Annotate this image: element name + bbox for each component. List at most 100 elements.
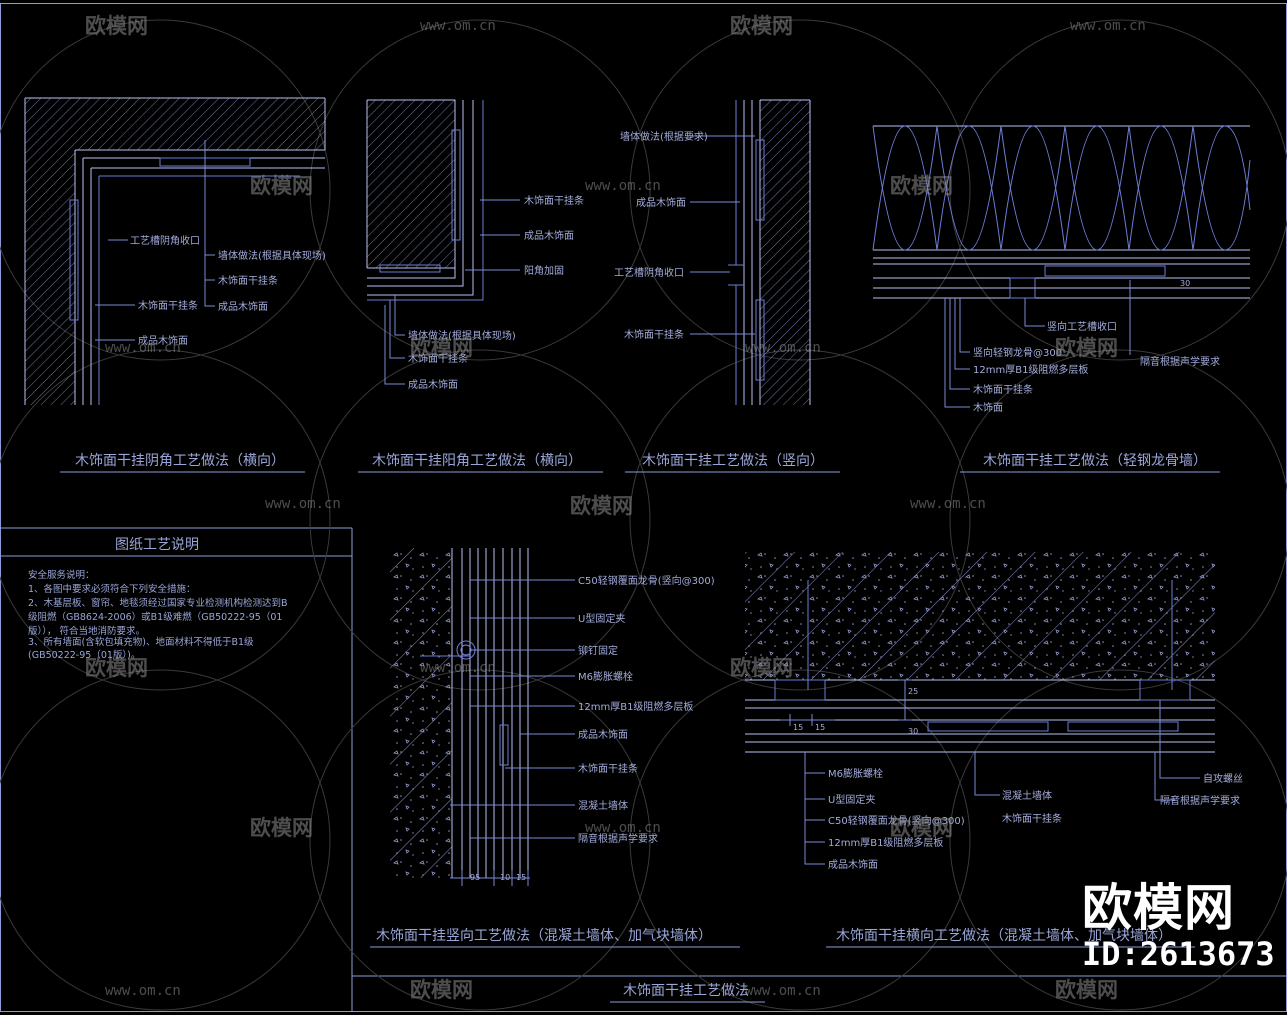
d5-label-3: 铆钉固定 xyxy=(578,644,618,657)
d3-label-4: 木饰面干挂条 xyxy=(624,328,684,341)
d1-label-3: 木饰面干挂条 xyxy=(218,274,278,287)
d4-label-4: 木饰面干挂条 xyxy=(973,383,1033,396)
watermark-url: www.om.cn xyxy=(1070,18,1146,34)
d5-title: 木饰面干挂竖向工艺做法（混凝土墙体、加气块墙体） xyxy=(376,928,712,944)
d1-label-4: 成品木饰面 xyxy=(218,300,268,313)
d2-title: 木饰面干挂阳角工艺做法（横向） xyxy=(372,453,582,469)
watermark-brand: 欧模网 xyxy=(890,174,953,198)
d5-dim-1: 95 xyxy=(470,873,480,882)
watermark-brand: 欧模网 xyxy=(410,336,473,360)
d6-title: 木饰面干挂横向工艺做法（混凝土墙体、加气块墙体） xyxy=(836,928,1172,944)
watermark-url: www.om.cn xyxy=(745,983,821,999)
sheet-title: 木饰面干挂工艺做法 xyxy=(623,983,749,999)
d3-title: 木饰面干挂工艺做法（竖向） xyxy=(642,453,824,469)
watermark-url: www.om.cn xyxy=(910,496,986,512)
d6-label-8: 自攻螺丝 xyxy=(1203,772,1243,785)
watermark-brand: 欧模网 xyxy=(410,978,473,1002)
d2-label-6: 成品木饰面 xyxy=(408,378,458,391)
detail-outside-corner: 木饰面干挂条 成品木饰面 阳角加固 墙体做法(根据具体现场) 木饰面干挂条 成品… xyxy=(358,99,603,473)
notes-line-1: 1、各图中要求必须符合下列安全措施： xyxy=(28,583,196,595)
d4-dim: 30 xyxy=(1180,279,1190,288)
d4-label-1: 竖向工艺槽收口 xyxy=(1047,320,1117,333)
d6-dim-2: 15 xyxy=(815,723,825,732)
detail-steel-keel-wall: 30 竖向工艺槽收口 竖向轻钢龙骨@300 12mm厚B1级阻燃多层板 木饰面干… xyxy=(872,125,1251,473)
d6-dim-3: 25 xyxy=(908,687,918,696)
d1-label-6: 成品木饰面 xyxy=(138,334,188,347)
d5-label-4: M6膨胀螺栓 xyxy=(578,670,633,683)
d5-label-8: 混凝土墙体 xyxy=(578,799,628,812)
d2-label-2: 成品木饰面 xyxy=(524,229,574,242)
watermark-url: www.om.cn xyxy=(420,660,496,676)
watermark-url: www.om.cn xyxy=(105,983,181,999)
d2-label-3: 阳角加固 xyxy=(524,265,564,277)
d6-label-3: C50轻钢覆面龙骨(竖向@300) xyxy=(828,814,965,827)
watermark-brand: 欧模网 xyxy=(250,174,313,198)
d5-label-1: C50轻钢覆面龙骨(竖向@300) xyxy=(578,574,715,587)
d3-label-3: 工艺槽阴角收口 xyxy=(614,266,684,279)
d3-label-2: 成品木饰面 xyxy=(636,196,686,209)
watermark-url: www.om.cn xyxy=(105,340,181,356)
d6-label-1: M6膨胀螺栓 xyxy=(828,767,883,780)
d6-label-9: 隔音根据声学要求 xyxy=(1160,794,1240,807)
notes-line-0: 安全服务说明： xyxy=(28,569,95,581)
brand-logo: 欧模网 ID:2613673 xyxy=(1082,879,1275,973)
d2-label-1: 木饰面干挂条 xyxy=(524,194,584,207)
d5-label-7: 木饰面干挂条 xyxy=(578,762,638,775)
watermark-brand: 欧模网 xyxy=(250,816,313,840)
d3-label-1: 墙体做法(根据要求) xyxy=(620,130,708,143)
detail-inside-corner: 工艺槽阴角收口 墙体做法(根据具体现场) 木饰面干挂条 成品木饰面 木饰面干挂条… xyxy=(24,97,326,473)
watermarks: 欧模网 www.om.cn 欧模网 www.om.cn 欧模网 www.om.c… xyxy=(85,14,1146,1002)
d1-label-1: 工艺槽阴角收口 xyxy=(130,234,200,247)
notes-line-5: 3、所有墙面(含软包填充物)、地面材料不得低于B1级 xyxy=(28,636,254,648)
d1-label-5: 木饰面干挂条 xyxy=(138,299,198,312)
d6-dim-4: 30 xyxy=(908,727,918,736)
d4-label-5: 木饰面 xyxy=(973,401,1003,414)
d5-label-2: U型固定夹 xyxy=(578,612,625,625)
d6-label-7: 木饰面干挂条 xyxy=(1002,812,1062,825)
watermark-url: www.om.cn xyxy=(265,496,341,512)
watermark-brand: 欧模网 xyxy=(1055,336,1118,360)
watermark-brand: 欧模网 xyxy=(730,656,793,680)
detail-vertical-concrete: 95 10 15 C50轻钢覆面龙骨(竖向@300) U型固定夹 铆钉固定 M6… xyxy=(370,548,740,948)
watermark-brand: 欧模网 xyxy=(570,494,633,518)
d4-label-3: 12mm厚B1级阻燃多层板 xyxy=(973,363,1088,376)
d6-label-6: 混凝土墙体 xyxy=(1002,789,1052,802)
sheet-frame xyxy=(0,3,1287,1012)
notes-line-6: (GB50222-95（01版）)。 xyxy=(28,649,140,661)
watermark-url: www.om.cn xyxy=(585,178,661,194)
watermark-url: www.om.cn xyxy=(745,340,821,356)
notes-panel: 图纸工艺说明 安全服务说明： 1、各图中要求必须符合下列安全措施： 2、木基层板… xyxy=(28,537,288,661)
watermark-url: www.om.cn xyxy=(420,18,496,34)
d6-dim-1: 15 xyxy=(793,723,803,732)
d2-label-5: 木饰面干挂条 xyxy=(408,352,468,365)
detail-horizontal-concrete: 15 15 25 30 M6膨胀螺栓 U型固定夹 C50轻钢覆面龙骨(竖向@30… xyxy=(745,552,1243,948)
logo-name: 欧模网 xyxy=(1082,879,1235,937)
notes-line-3: 级阻燃（GB8624-2006）或B1级难燃（GB50222-95（01 xyxy=(28,611,282,623)
logo-id: ID:2613673 xyxy=(1082,935,1275,973)
watermark-brand: 欧模网 xyxy=(85,14,148,38)
watermark-brand: 欧模网 xyxy=(1055,978,1118,1002)
watermark-brand: 欧模网 xyxy=(730,14,793,38)
watermark-url: www.om.cn xyxy=(585,820,661,836)
d2-label-4: 墙体做法(根据具体现场) xyxy=(408,329,516,342)
watermark-brand: 欧模网 xyxy=(890,816,953,840)
d4-label-2: 竖向轻钢龙骨@300 xyxy=(973,346,1062,359)
d6-label-4: 12mm厚B1级阻燃多层板 xyxy=(828,836,943,849)
d1-label-2: 墙体做法(根据具体现场) xyxy=(218,249,326,262)
d5-label-6: 成品木饰面 xyxy=(578,728,628,741)
d5-label-9: 隔音根据声学要求 xyxy=(578,832,658,845)
d4-title: 木饰面干挂工艺做法（轻钢龙骨墙） xyxy=(983,453,1207,469)
d4-label-6: 隔音根据声学要求 xyxy=(1140,355,1220,368)
d6-label-2: U型固定夹 xyxy=(828,793,875,806)
watermark-brand: 欧模网 xyxy=(85,656,148,680)
d5-label-5: 12mm厚B1级阻燃多层板 xyxy=(578,700,693,713)
notes-line-2: 2、木基层板、窗帘、地毯须经过国家专业检测机构检测达到B xyxy=(28,597,288,609)
d5-dim-2: 10 xyxy=(500,873,510,882)
d6-label-5: 成品木饰面 xyxy=(828,858,878,871)
notes-heading: 图纸工艺说明 xyxy=(115,537,199,553)
notes-line-4: 版））， 符合当地消防要求。 xyxy=(28,625,145,637)
detail-vertical: 墙体做法(根据要求) 成品木饰面 工艺槽阴角收口 木饰面干挂条 木饰面干挂工艺做… xyxy=(614,99,840,473)
d5-dim-3: 15 xyxy=(516,873,526,882)
d1-title: 木饰面干挂阴角工艺做法（横向） xyxy=(75,453,285,469)
